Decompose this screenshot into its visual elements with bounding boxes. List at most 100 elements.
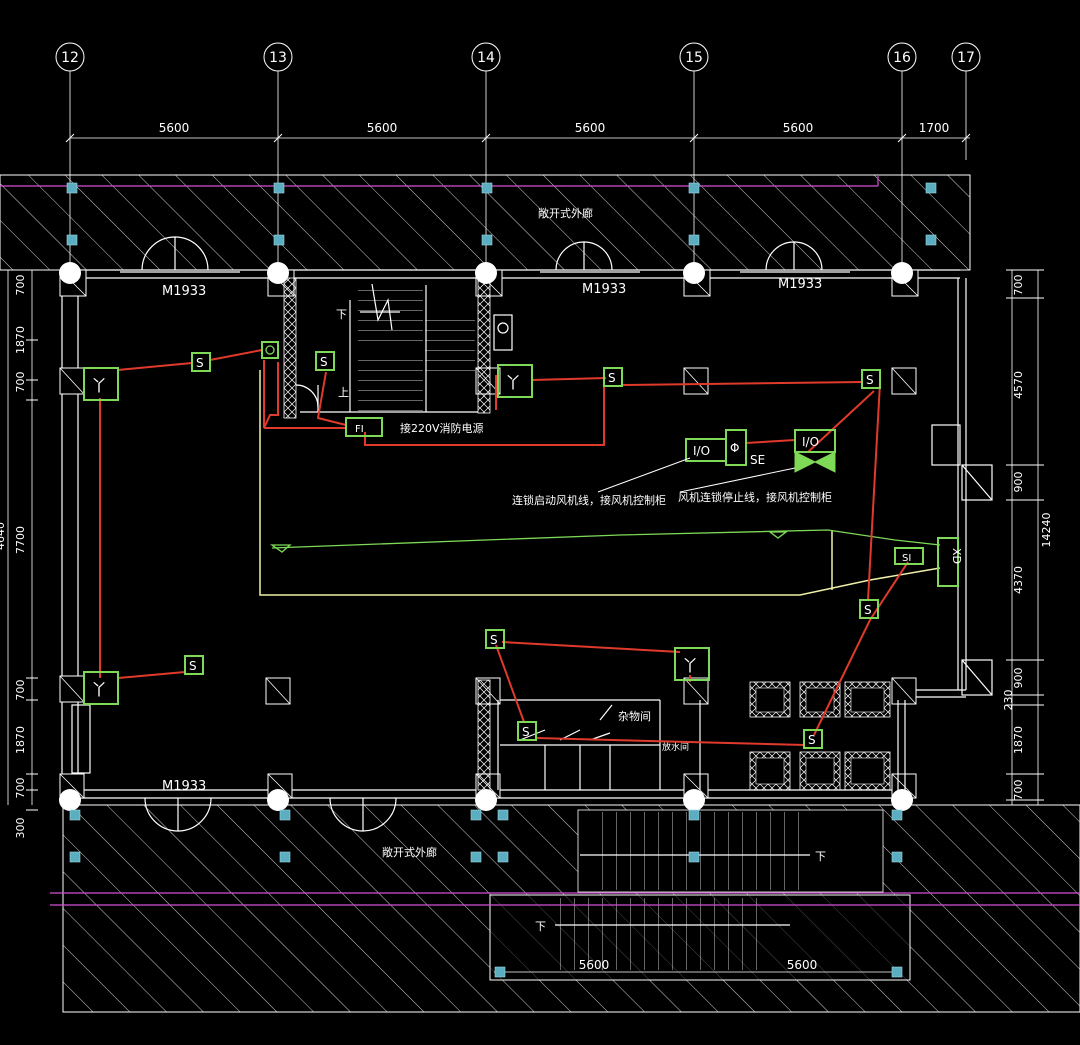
stair-label-down-1: 下	[336, 308, 347, 321]
smoke-detector-icon: S	[861, 369, 881, 389]
xd-module: XD	[937, 537, 963, 587]
left-dimension-label: 700	[14, 275, 27, 296]
smoke-detector-icon: S	[184, 655, 204, 675]
svg-text:S: S	[808, 733, 816, 747]
door-label-1: M1933	[162, 284, 206, 299]
column-markers	[59, 262, 913, 811]
leader-line-start	[597, 457, 691, 493]
column	[683, 677, 709, 705]
annotation-power-source: 接220V消防电源	[400, 421, 484, 435]
svg-text:丫: 丫	[505, 373, 521, 392]
top-dimension-label: 5600	[159, 121, 190, 135]
left-dimension-label: 700	[14, 372, 27, 393]
svg-text:S: S	[608, 371, 616, 385]
svg-text:S: S	[866, 373, 874, 387]
right-dimension-label: 14240	[1040, 513, 1053, 548]
alarm-wiring	[99, 349, 909, 746]
svg-text:13: 13	[269, 50, 287, 66]
room-label-corridor-bottom: 敞开式外廊	[382, 845, 437, 859]
right-dimension-label: 700	[1012, 780, 1025, 801]
smoke-duct	[259, 370, 941, 596]
smoke-detector-icon: S	[485, 629, 505, 649]
manual-alarm-button-2: 丫	[497, 364, 533, 398]
smoke-detector-icon: S	[859, 599, 879, 619]
left-dimension-label: 700	[14, 680, 27, 701]
left-dimension-label: 1870	[14, 726, 27, 754]
svg-text:丫: 丫	[91, 680, 107, 699]
svg-text:丫: 丫	[682, 656, 698, 675]
smoke-detector-icon: S	[315, 351, 335, 371]
svg-text:15: 15	[685, 50, 703, 66]
left-dimension-line: 700 1870 700 7700 4640 700 1870 700 300	[0, 269, 38, 839]
left-dimension-label: 700	[14, 778, 27, 799]
column	[59, 367, 85, 395]
top-dimension-label: 5600	[783, 121, 814, 135]
svg-text:12: 12	[61, 50, 79, 66]
svg-text:S: S	[490, 633, 498, 647]
structural-columns	[59, 269, 919, 799]
svg-text:I/O: I/O	[693, 444, 710, 458]
smoke-detector-icon: S	[803, 729, 823, 749]
right-dimension-label: 230	[1002, 690, 1015, 711]
right-dimension-label: 4570	[1012, 371, 1025, 399]
manual-alarm-button-4: 丫	[674, 647, 710, 681]
room-label-corridor-top: 敞开式外廊	[538, 206, 593, 220]
io-module-2: I/O	[794, 429, 836, 453]
bottom-dimension-label: 5600	[579, 958, 610, 972]
svg-text:I/O: I/O	[802, 435, 819, 449]
left-dimension-label: 4640	[0, 522, 7, 550]
door-label-4: M1933	[162, 779, 206, 794]
annotation-fan-start-line: 连锁启动风机线，接风机控制柜	[512, 493, 666, 507]
top-dimension-line: 5600 5600 5600 5600 1700	[70, 121, 970, 139]
room-label-small-room: 放水间	[662, 741, 689, 753]
svg-text:FI: FI	[355, 424, 364, 435]
stairwell-upper	[283, 277, 513, 419]
door-label-3: M1933	[778, 277, 822, 292]
fire-damper-valve-icon	[794, 451, 836, 473]
top-dimension-label: 5600	[367, 121, 398, 135]
right-dimension-label: 900	[1012, 472, 1025, 493]
top-dimension-label: 5600	[575, 121, 606, 135]
corridor-column-markers	[66, 182, 937, 978]
phi-module: Φ	[725, 429, 747, 466]
smoke-detector-icon: S	[603, 367, 623, 387]
smoke-detector-icon: S	[517, 721, 537, 741]
doors	[120, 236, 850, 832]
column	[891, 367, 917, 395]
svg-text:SI: SI	[902, 553, 911, 564]
bottom-corridor	[50, 804, 1080, 1013]
svg-text:S: S	[196, 356, 204, 370]
smoke-detector-icon: S	[191, 352, 211, 372]
axis-bubble-17: 17	[951, 42, 981, 160]
bottom-dimension-label: 5600	[787, 958, 818, 972]
svg-text:XD: XD	[950, 548, 963, 564]
left-dimension-label: 7700	[14, 526, 27, 554]
manual-alarm-button-1: 丫	[83, 367, 119, 401]
stair-label-down-2: 下	[815, 850, 826, 863]
column	[683, 367, 709, 395]
right-dimension-label: 4370	[1012, 566, 1025, 594]
svg-text:16: 16	[893, 50, 911, 66]
annotation-fan-stop-line: 风机连锁停止线，接风机控制柜	[678, 490, 832, 504]
top-dimension-label: 1700	[919, 121, 950, 135]
control-lines	[269, 529, 941, 553]
leader-line-stop	[679, 467, 796, 493]
lower-rooms	[477, 679, 906, 926]
left-dimension-label: 300	[14, 818, 27, 839]
si-module: SI	[894, 547, 924, 565]
svg-text:S: S	[320, 355, 328, 369]
manual-alarm-button-3: 丫	[83, 671, 119, 705]
stair-label-up: 上	[338, 386, 349, 399]
svg-text:S: S	[864, 603, 872, 617]
io-module-1: I/O	[685, 438, 727, 462]
svg-text:S: S	[189, 659, 197, 673]
right-dimension-label: 900	[1012, 668, 1025, 689]
column	[59, 675, 85, 703]
left-dimension-label: 1870	[14, 326, 27, 354]
svg-text:17: 17	[957, 50, 975, 66]
room-label-storage: 杂物间	[618, 709, 651, 723]
fire-indicator-module: FI	[345, 417, 383, 437]
